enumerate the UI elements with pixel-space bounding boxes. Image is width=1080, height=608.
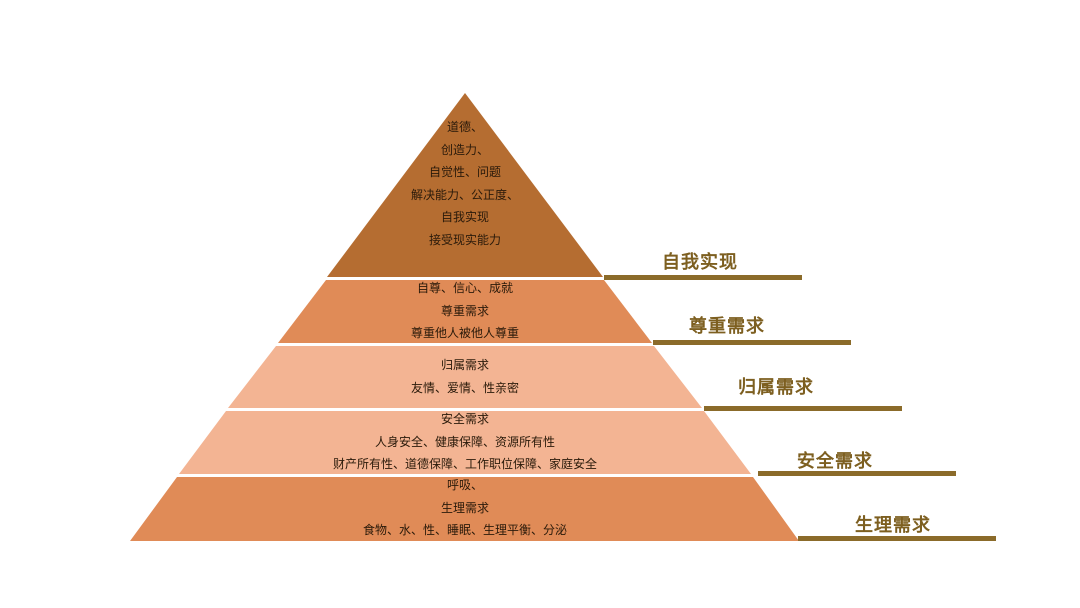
text-line: 财产所有性、道德保障、工作职位保障、家庭安全 xyxy=(332,457,597,471)
rule-self-actualization xyxy=(604,275,802,280)
label-physiological: 生理需求 xyxy=(855,515,931,536)
pyramid-layer-self-actualization xyxy=(327,93,603,277)
rule-belonging xyxy=(704,406,902,411)
text-line: 食物、水、性、睡眠、生理平衡、分泌 xyxy=(362,523,567,537)
text-line: 尊重需求 xyxy=(440,303,489,318)
layer-self-actualization-text: 道德、 创造力、 自觉性、问题 解决能力、公正度、 自我实现 接受现实能力 xyxy=(365,116,565,251)
pyramid-layer-esteem xyxy=(278,280,652,343)
rule-safety xyxy=(758,471,956,476)
text-line: 呼吸、 xyxy=(446,478,483,492)
rule-physiological xyxy=(798,536,996,541)
rule-esteem xyxy=(653,340,851,345)
label-self-actualization: 自我实现 xyxy=(662,252,738,273)
pyramid-layer-belonging xyxy=(228,346,702,408)
text-line: 自觉性、问题 xyxy=(428,165,501,179)
text-line: 自尊、信心、成就 xyxy=(416,281,513,295)
text-line: 解决能力、公正度、 xyxy=(410,187,519,202)
layer-belonging-text: 归属需求 友情、爱情、性亲密 xyxy=(315,354,615,399)
label-safety: 安全需求 xyxy=(797,451,873,472)
text-line: 接受现实能力 xyxy=(428,232,501,247)
layer-physiological-text: 呼吸、 生理需求 食物、水、性、睡眠、生理平衡、分泌 xyxy=(240,474,690,542)
text-line: 尊重他人被他人尊重 xyxy=(410,326,519,340)
text-line: 生理需求 xyxy=(440,500,489,515)
pyramid-layer-safety xyxy=(179,411,751,474)
text-line: 友情、爱情、性亲密 xyxy=(410,380,519,395)
text-line: 道德、 xyxy=(446,120,483,134)
label-esteem: 尊重需求 xyxy=(689,316,765,337)
text-line: 创造力、 xyxy=(440,142,489,157)
text-line: 人身安全、健康保障、资源所有性 xyxy=(374,434,555,449)
pyramid-layer-physiological xyxy=(130,477,799,541)
text-line: 归属需求 xyxy=(440,358,489,372)
text-line: 自我实现 xyxy=(440,210,489,224)
text-line: 安全需求 xyxy=(440,412,489,426)
label-belonging: 归属需求 xyxy=(738,377,814,398)
layer-esteem-text: 自尊、信心、成就 尊重需求 尊重他人被他人尊重 xyxy=(340,277,590,345)
layer-safety-text: 安全需求 人身安全、健康保障、资源所有性 财产所有性、道德保障、工作职位保障、家… xyxy=(240,408,690,476)
